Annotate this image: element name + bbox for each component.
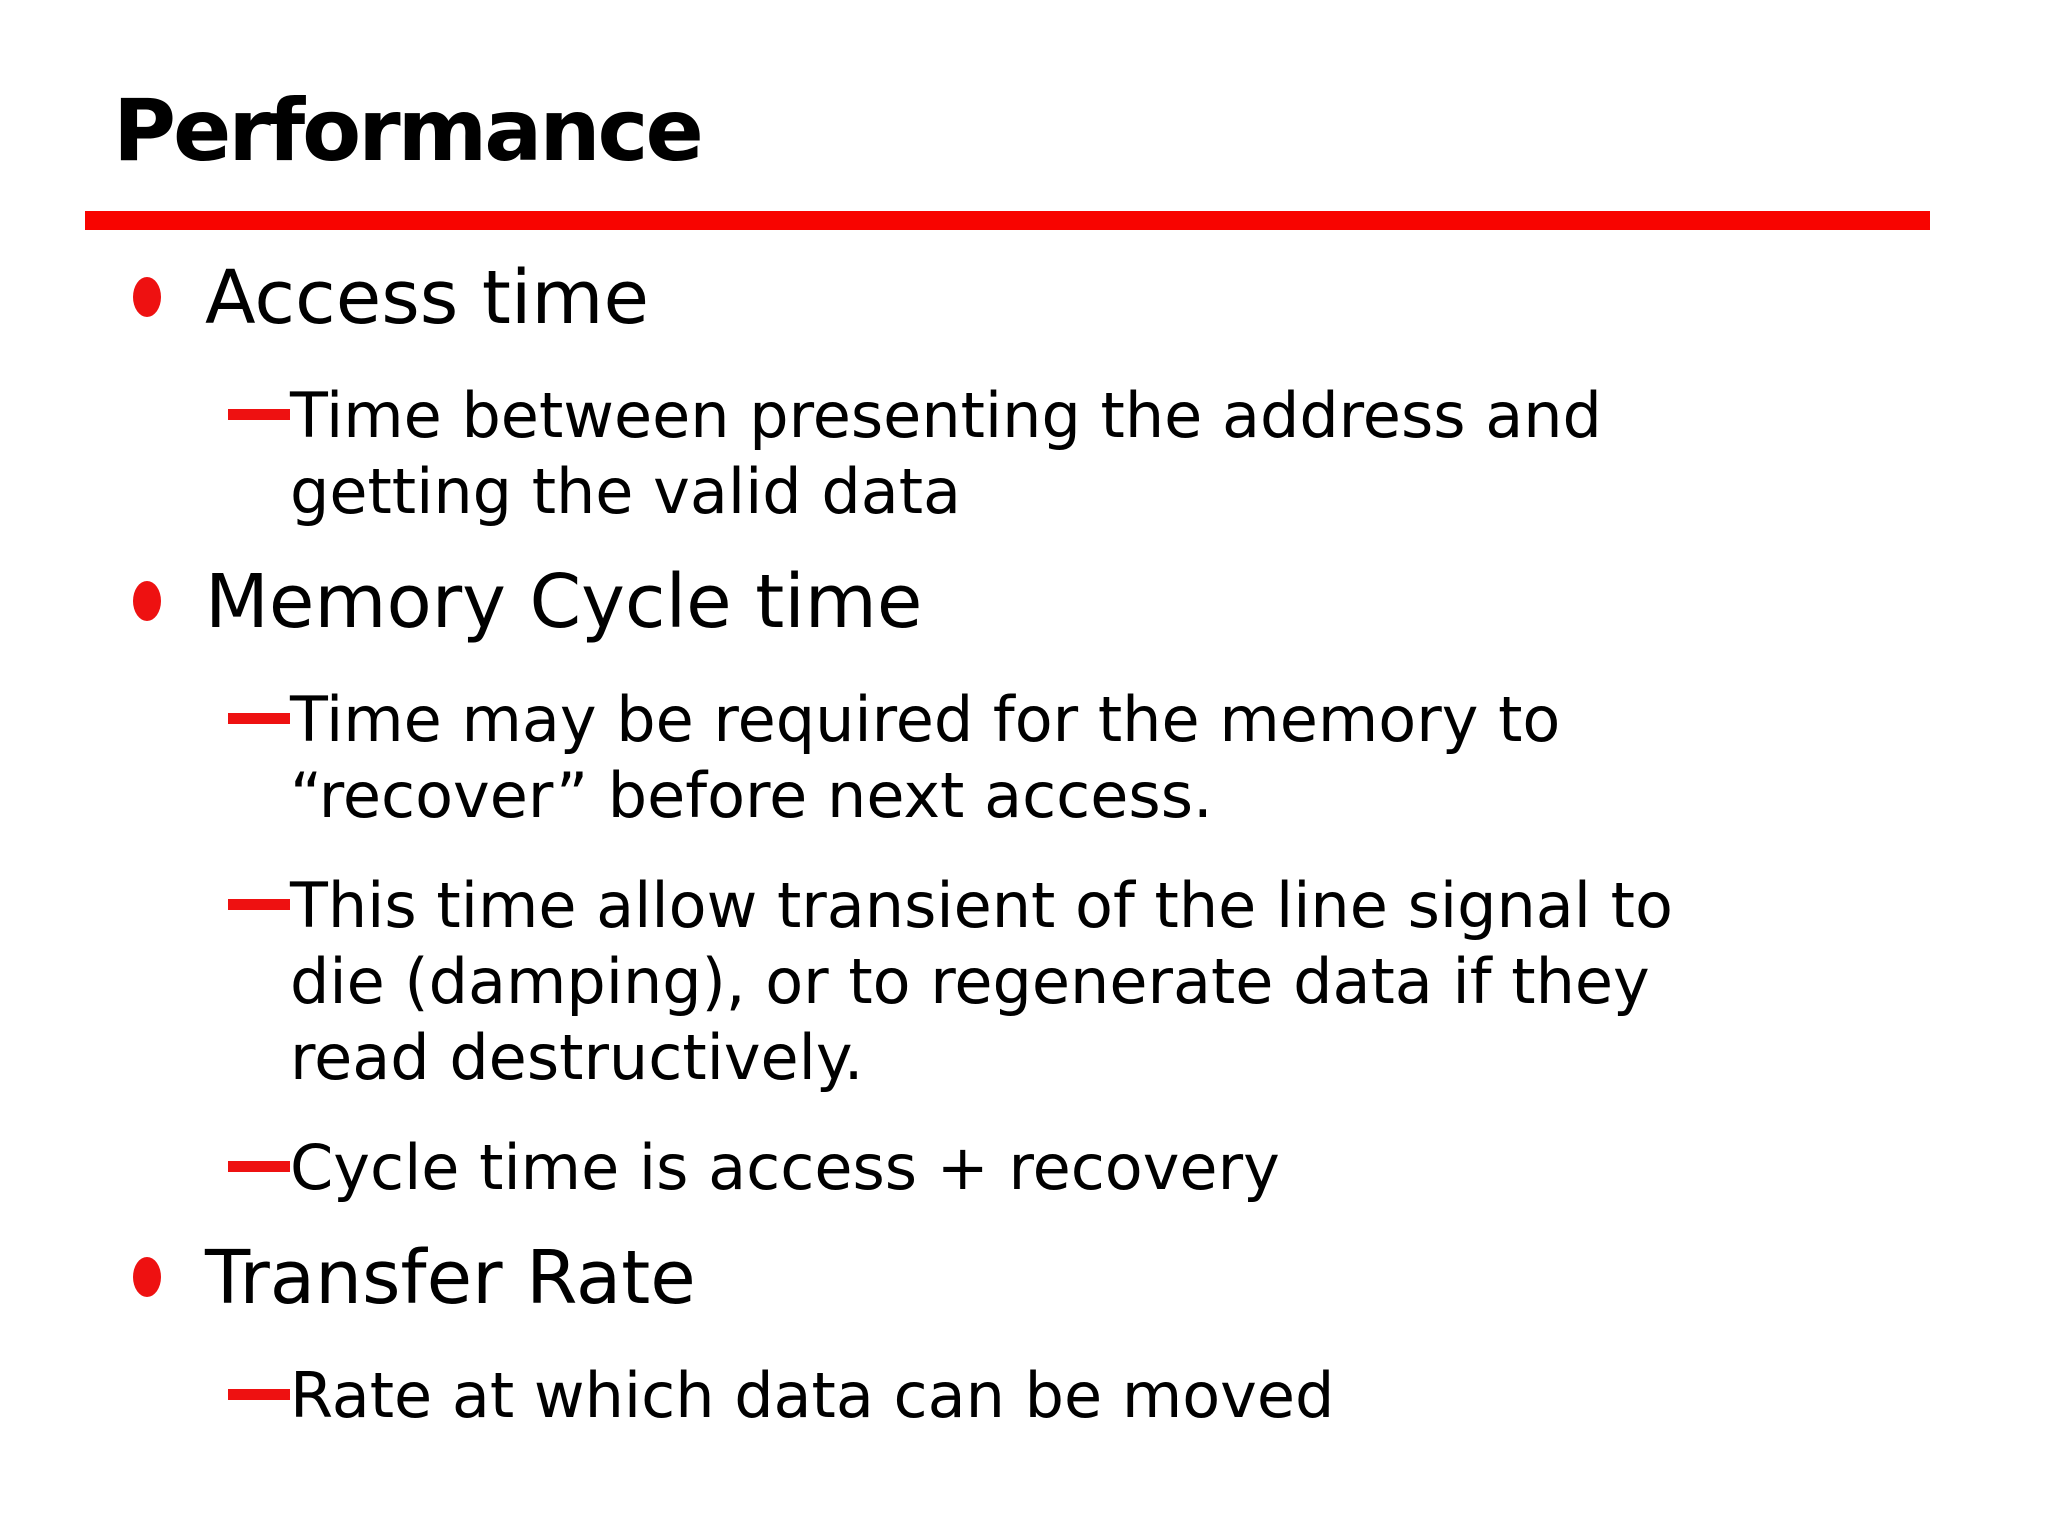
bullet-label: Access time xyxy=(205,255,650,341)
dash-icon xyxy=(228,409,290,420)
slide-title: Performance xyxy=(113,81,704,181)
sub-bullet-text: This time allow transient of the line si… xyxy=(290,869,1673,1094)
title-divider-bar xyxy=(85,211,1930,230)
bullet-label: Memory Cycle time xyxy=(205,559,923,645)
bullet-item-transfer-rate: Transfer Rate xyxy=(0,1232,2048,1324)
bullet-icon xyxy=(133,581,161,621)
bullet-label: Transfer Rate xyxy=(205,1235,696,1321)
sub-bullet-item: Time may be required for the memory to “… xyxy=(0,682,2048,834)
sub-bullet-item: Rate at which data can be moved xyxy=(0,1358,2048,1434)
bullet-item-memory-cycle-time: Memory Cycle time xyxy=(0,556,2048,648)
sub-bullet-item: This time allow transient of the line si… xyxy=(0,868,2048,1096)
sub-bullet-text: Cycle time is access + recovery xyxy=(290,1131,1280,1204)
bullet-item-access-time: Access time xyxy=(0,252,2048,344)
dash-icon xyxy=(228,899,290,910)
dash-icon xyxy=(228,1389,290,1400)
bullet-icon xyxy=(133,277,161,317)
dash-icon xyxy=(228,1161,290,1172)
sub-bullet-text: Time between presenting the address and … xyxy=(290,379,1602,528)
dash-icon xyxy=(228,713,290,724)
sub-bullet-item: Cycle time is access + recovery xyxy=(0,1130,2048,1206)
sub-bullet-text: Time may be required for the memory to “… xyxy=(290,683,1561,832)
sub-bullet-text: Rate at which data can be moved xyxy=(290,1359,1335,1432)
bullet-icon xyxy=(133,1257,161,1297)
sub-bullet-item: Time between presenting the address and … xyxy=(0,378,2048,530)
slide-body: Access time Time between presenting the … xyxy=(0,230,2048,1434)
